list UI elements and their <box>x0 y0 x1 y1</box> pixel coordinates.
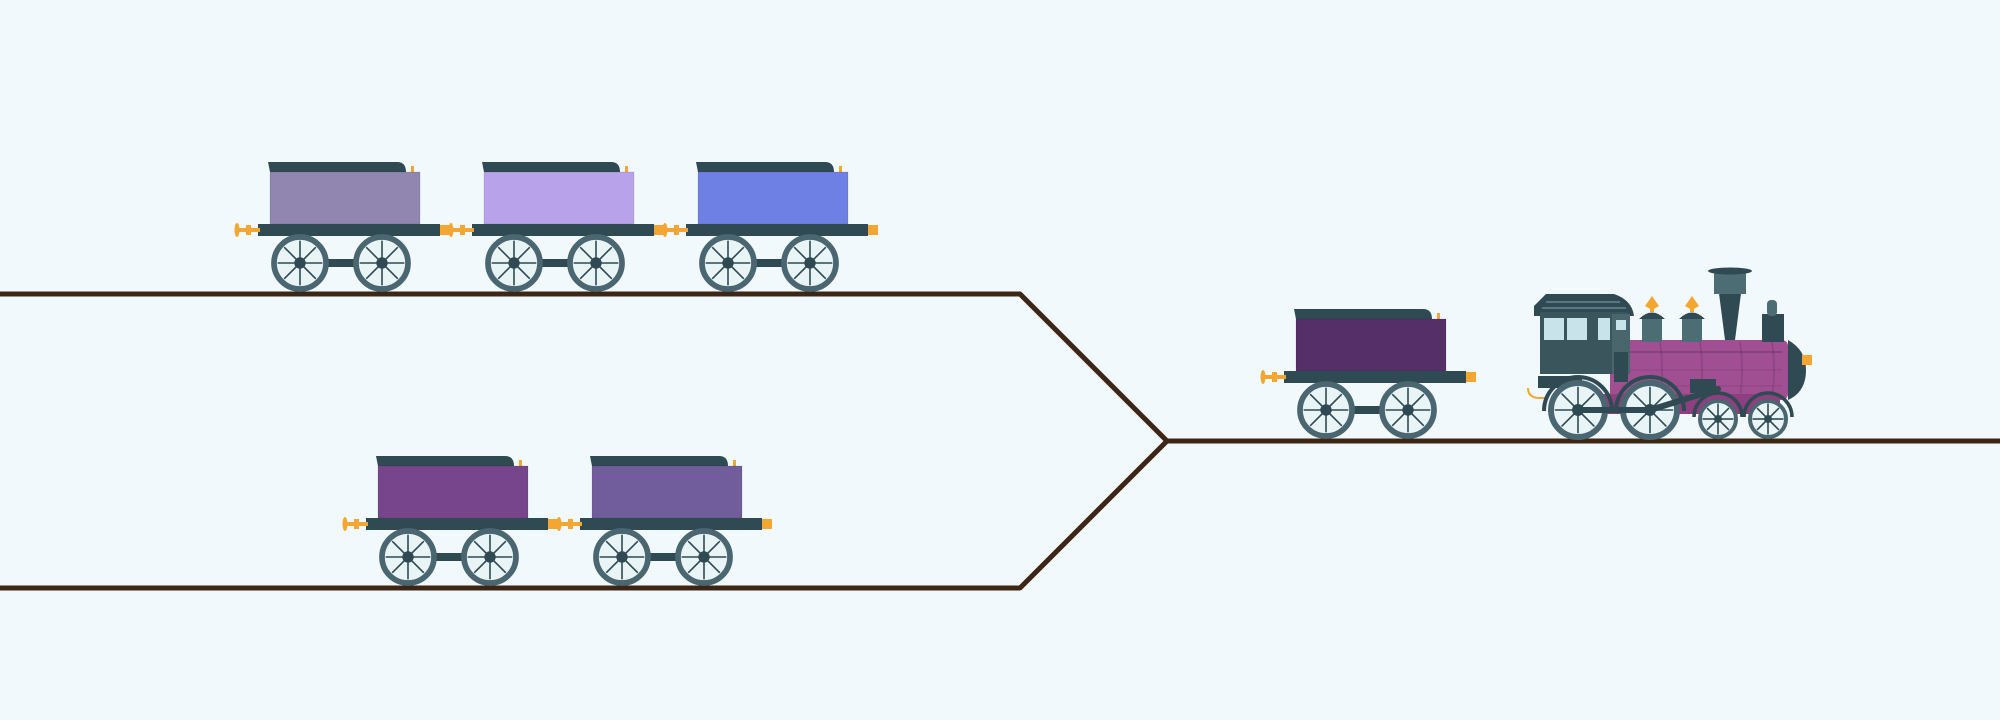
wagon-wheel <box>353 234 411 292</box>
wagon-rim <box>376 456 514 466</box>
wagons <box>234 162 1477 586</box>
wagon-frame <box>1284 371 1466 383</box>
wagon-wheel <box>567 234 625 292</box>
wagon-wheel <box>781 234 839 292</box>
wagon-body <box>698 172 848 224</box>
wagon-wheel <box>271 234 329 292</box>
locomotive[interactable] <box>1527 267 1812 440</box>
wagon-lavender[interactable] <box>448 162 665 292</box>
wagon-wheel <box>1297 381 1355 439</box>
coupler-front <box>342 517 368 531</box>
wagon-body <box>1296 319 1446 371</box>
wagon-periwinkle[interactable] <box>662 162 879 292</box>
coupler-rear <box>868 225 878 235</box>
steam-dome <box>1679 296 1705 342</box>
steam-dome <box>1639 296 1665 342</box>
wagon-grey-purple[interactable] <box>234 162 451 292</box>
wagon-frame <box>580 518 762 530</box>
wagon-rim <box>1294 309 1432 319</box>
coupler-front <box>448 223 474 237</box>
wagon-wheel <box>1379 381 1437 439</box>
wagon-body <box>270 172 420 224</box>
wagon-wheel <box>699 234 757 292</box>
wagon-frame <box>686 224 868 236</box>
wagon-wheel <box>379 528 437 586</box>
wagon-frame <box>258 224 440 236</box>
wagon-wheel <box>593 528 651 586</box>
wagon-body <box>484 172 634 224</box>
wagon-wheel <box>461 528 519 586</box>
wheel-fender <box>1542 375 1614 412</box>
wagon-eggplant[interactable] <box>1260 309 1477 439</box>
cylinder <box>1690 379 1716 393</box>
lower-siding-track[interactable] <box>0 439 1169 591</box>
coupler-rear <box>548 519 558 529</box>
cab-window <box>1598 318 1610 340</box>
wagon-frame <box>366 518 548 530</box>
cab-roof <box>1534 294 1634 316</box>
wagon-rim <box>590 456 728 466</box>
wheel-fender <box>1614 375 1686 412</box>
coupler-rear <box>762 519 772 529</box>
wagon-body <box>378 466 528 518</box>
wagon-wheel <box>675 528 733 586</box>
coupler-rear <box>654 225 664 235</box>
wagon-wheel <box>485 234 543 292</box>
upper-siding-track[interactable] <box>0 291 1169 443</box>
wagon-frame <box>472 224 654 236</box>
cab-window <box>1544 318 1564 340</box>
coupler-rear <box>1466 372 1476 382</box>
sand-box <box>1762 314 1784 342</box>
coupler-front <box>234 223 260 237</box>
wagon-rim <box>696 162 834 172</box>
wagon-rim <box>268 162 406 172</box>
headlamp <box>1802 355 1812 365</box>
wagon-plum[interactable] <box>342 456 559 586</box>
wagon-body <box>592 466 742 518</box>
leading-wheel <box>1698 399 1738 439</box>
wagon-violet[interactable] <box>556 456 773 586</box>
coupler-front <box>662 223 688 237</box>
coupler-front <box>1260 370 1286 384</box>
cab-window <box>1567 318 1587 340</box>
wagon-rim <box>482 162 620 172</box>
leading-wheel <box>1748 399 1788 439</box>
coupler-rear <box>440 225 450 235</box>
coupler-front <box>556 517 582 531</box>
tracks <box>0 291 2000 591</box>
